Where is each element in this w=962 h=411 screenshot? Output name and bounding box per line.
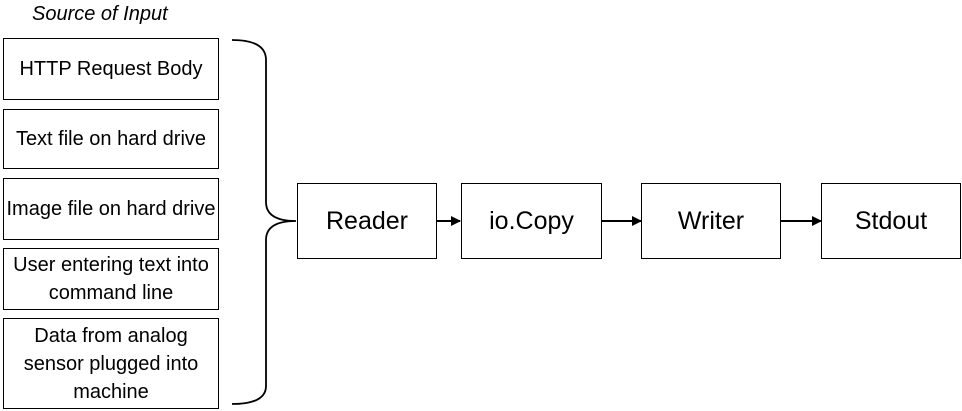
source-box-http-request-body: HTTP Request Body xyxy=(3,38,219,100)
source-box-text-file: Text file on hard drive xyxy=(3,109,219,169)
io-copy-node: io.Copy xyxy=(461,183,602,259)
source-of-input-caption: Source of Input xyxy=(32,3,168,25)
source-box-image-file: Image file on hard drive xyxy=(3,178,219,240)
reader-node: Reader xyxy=(297,183,437,259)
writer-node: Writer xyxy=(641,183,781,259)
source-box-analog-sensor: Data from analog sensor plugged into mac… xyxy=(3,318,219,409)
source-box-user-command-line: User entering text into command line xyxy=(3,248,219,310)
stdout-node: Stdout xyxy=(821,183,961,259)
curly-brace xyxy=(231,39,297,405)
